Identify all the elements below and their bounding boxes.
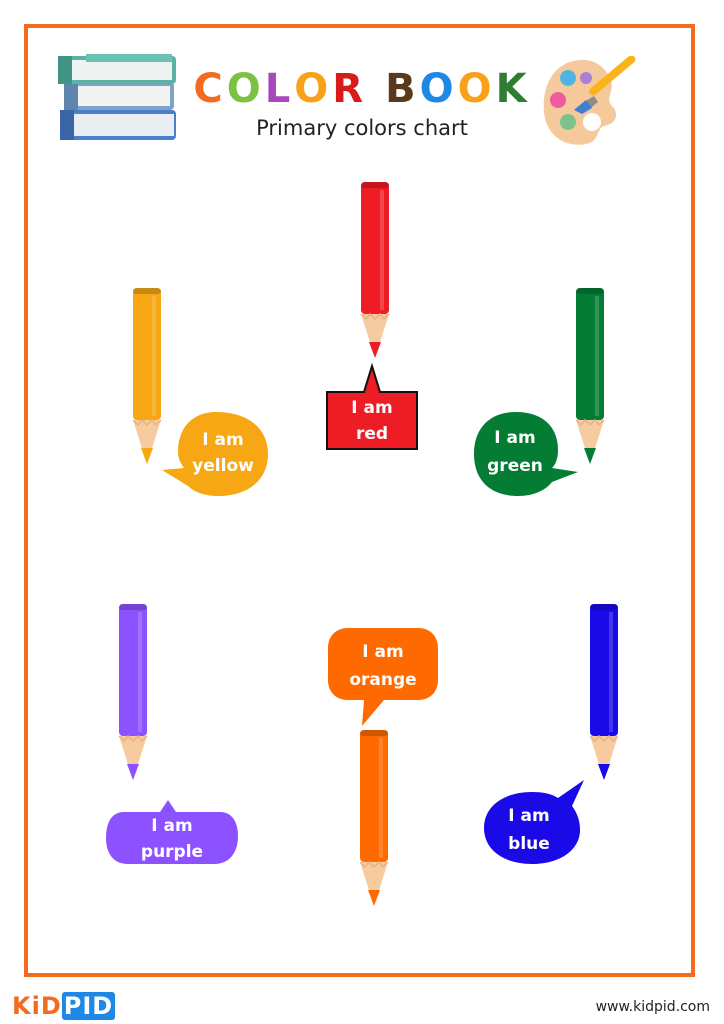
page-border bbox=[24, 24, 695, 977]
logo-part-kid: KiD bbox=[12, 992, 62, 1020]
kidpid-logo: KiDPID bbox=[12, 992, 116, 1020]
purple-bubble-line1: I am bbox=[151, 816, 193, 836]
green-speech-bubble: I am green bbox=[472, 410, 582, 498]
paint-palette-icon bbox=[540, 55, 646, 156]
green-pencil-icon bbox=[575, 288, 605, 470]
title-letter: O bbox=[457, 66, 496, 112]
title-letter: C bbox=[193, 66, 227, 112]
title-letter: R bbox=[332, 66, 368, 112]
title-letter: L bbox=[264, 66, 295, 112]
blue-pencil-icon bbox=[589, 604, 619, 786]
yellow-speech-bubble: I am yellow bbox=[158, 410, 272, 498]
orange-pencil-icon bbox=[359, 730, 389, 912]
title-letter: O bbox=[226, 66, 265, 112]
yellow-bubble-line2: yellow bbox=[192, 456, 254, 476]
green-bubble-line2: green bbox=[487, 456, 543, 476]
yellow-bubble-line1: I am bbox=[202, 430, 244, 450]
orange-bubble-line1: I am bbox=[362, 642, 404, 662]
footer-url[interactable]: www.kidpid.com bbox=[595, 999, 710, 1015]
blue-speech-bubble: I am blue bbox=[480, 774, 592, 866]
purple-bubble-line2: purple bbox=[140, 842, 204, 862]
red-speech-bubble: I am red bbox=[324, 362, 420, 452]
title-letter: O bbox=[294, 66, 333, 112]
logo-part-pid: PID bbox=[61, 992, 116, 1020]
red-bubble-line1: I am bbox=[351, 398, 393, 418]
purple-speech-bubble: I am purple bbox=[104, 800, 240, 866]
orange-speech-bubble: I am orange bbox=[326, 626, 440, 730]
title-letter: B bbox=[385, 66, 420, 112]
blue-bubble-line2: blue bbox=[508, 834, 550, 854]
red-bubble-line2: red bbox=[355, 424, 389, 444]
red-pencil-icon bbox=[360, 182, 390, 364]
orange-bubble-line2: orange bbox=[349, 670, 417, 690]
title-letter: O bbox=[419, 66, 458, 112]
title-letter: K bbox=[495, 66, 531, 112]
purple-pencil-icon bbox=[118, 604, 148, 786]
green-bubble-line1: I am bbox=[494, 428, 536, 448]
yellow-pencil-icon bbox=[132, 288, 162, 470]
blue-bubble-line1: I am bbox=[508, 806, 550, 826]
stack-of-books-icon bbox=[56, 50, 180, 148]
page-subtitle: Primary colors chart bbox=[256, 116, 468, 140]
